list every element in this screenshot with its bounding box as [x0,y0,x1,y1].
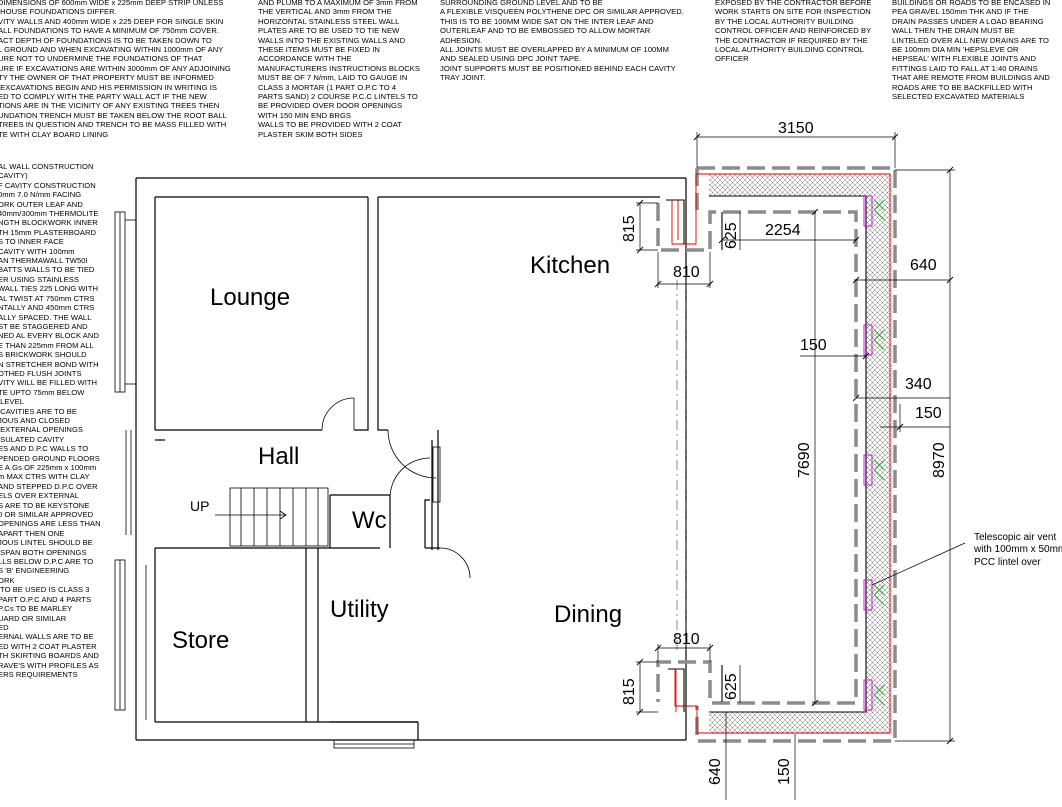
construction-notes: AL WALL CONSTRUCTION CAVITY) F CAVITY CO… [0,162,101,679]
dim-640-bottom: 640 [707,758,724,785]
utility-window [333,739,415,749]
wall-plate-notes: AND PLUMB TO A MAXIMUM OF 3mm FROM THE V… [258,0,420,139]
dim-340: 340 [905,376,932,393]
extension-outline [656,166,897,743]
dim-8970: 8970 [931,442,948,478]
room-label-kitchen: Kitchen [530,252,610,279]
dpc-notes: SURROUNDING GROUND LEVEL AND TO BE A FLE… [440,0,684,83]
stair-up-label: UP [190,498,209,514]
dim-7690: 7690 [796,442,813,478]
insulation-cavity [697,174,892,734]
hall-window [125,430,132,535]
dim-2254: 2254 [765,222,801,239]
door-swings [321,397,471,579]
annotation-line-2: with 100mm x 50mm [973,544,1062,555]
room-label-lounge: Lounge [210,284,290,311]
dimension-lines [636,132,966,800]
lounge-window [114,211,136,393]
dim-150-bottom: 150 [776,758,793,785]
dim-150-pier: 150 [800,337,827,354]
extension-walls [666,195,867,713]
dim-815-bottom: 815 [621,678,638,705]
inspection-notes: EXPOSED BY THE CONTRACTOR BEFORE WORK ST… [715,0,872,64]
dim-150-edge: 150 [915,405,942,422]
room-label-utility: Utility [330,596,389,623]
room-label-store: Store [172,627,229,654]
store-window [114,559,147,720]
room-label-wc: Wc [352,507,387,534]
dim-3150: 3150 [778,120,814,137]
air-vents [863,195,885,711]
room-label-hall: Hall [258,443,299,470]
drain-notes: BUILDINGS OR ROADS TO BE ENCASED IN PEA … [892,0,1051,102]
foundation-notes: DIMENSIONS OF 600mm WIDE x 225mm DEEP ST… [0,0,231,139]
dim-625-top: 625 [723,222,740,249]
annotation-line-1: Telescopic air vent [974,532,1056,543]
hall-side-panel [432,446,441,503]
dim-810-top: 810 [673,264,700,281]
staircase [215,487,329,547]
dpc-line [669,173,891,734]
room-label-dining: Dining [554,601,622,628]
annotation-line-3: PCC lintel over [974,557,1041,568]
dim-810-bottom: 810 [673,631,700,648]
removed-wall-lines [676,280,687,650]
dimension-labels: 3150 2254 640 150 340 150 810 810 8970 7… [621,120,948,785]
dim-640-right: 640 [910,257,937,274]
dimension-ticks [636,133,954,745]
dim-815-top: 815 [621,215,638,242]
air-vent-annotation: Telescopic air vent with 100mm x 50mm PC… [973,532,1062,568]
dim-625-bottom: 625 [723,673,740,700]
